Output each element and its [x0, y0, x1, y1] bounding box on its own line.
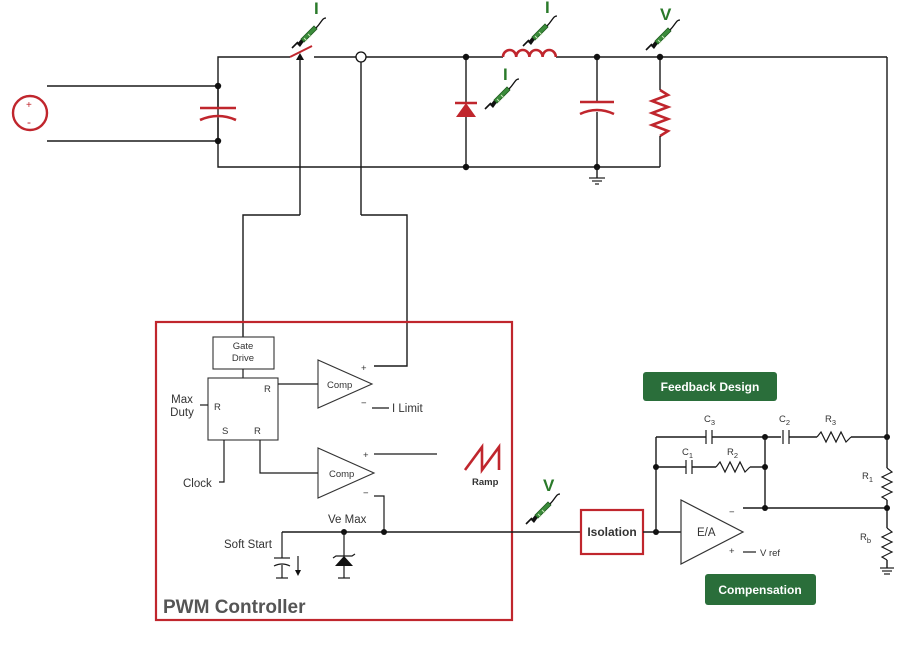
- feedback-design-button[interactable]: Feedback Design: [643, 372, 777, 401]
- svg-text:I: I: [314, 0, 319, 18]
- clock-label: Clock: [183, 478, 212, 490]
- r3-resistor-icon: [816, 430, 852, 444]
- diode-current-probe[interactable]: I: [484, 65, 520, 110]
- comp-top-label: Comp: [327, 380, 352, 391]
- c1-label: C1: [682, 447, 693, 460]
- pwm-controller-title: PWM Controller: [163, 597, 306, 618]
- pwm-controller-box: [154, 320, 514, 622]
- ramp-icon: [463, 443, 501, 474]
- rb-label: Rb: [860, 532, 871, 545]
- svg-text:V: V: [543, 476, 555, 495]
- comp-top-plus: +: [361, 363, 367, 374]
- comp-bottom-label: Comp: [329, 469, 354, 480]
- switch-current-probe[interactable]: I: [291, 0, 327, 49]
- r1-label: R1: [862, 471, 873, 484]
- rb-resistor-icon: [880, 527, 894, 561]
- latch-s: S: [222, 426, 228, 437]
- compensation-button[interactable]: Compensation: [705, 574, 816, 605]
- output-capacitor-icon: [579, 57, 615, 167]
- comp-bottom-plus: +: [363, 450, 369, 461]
- feedback-network: Isolation E/A − + V ref C3 C1 R2: [579, 372, 894, 605]
- c2-label: C2: [779, 414, 790, 427]
- switch-icon: [289, 45, 313, 215]
- latch-r-left: R: [214, 402, 221, 413]
- source-minus-label: -: [27, 115, 31, 129]
- ea-label: E/A: [697, 527, 716, 539]
- c3-capacitor-icon: [705, 430, 713, 444]
- divider-ground-icon: [880, 567, 894, 575]
- ea-plus: +: [729, 546, 735, 557]
- gate-drive-block: [212, 336, 275, 370]
- current-sense-node: [355, 51, 367, 63]
- soft-start-capacitor-icon: [273, 532, 301, 579]
- inductor-icon: [501, 48, 558, 58]
- soft-start-label: Soft Start: [224, 539, 273, 551]
- r2-label: R2: [727, 447, 738, 460]
- c3-label: C3: [704, 414, 715, 427]
- gate-drive-label-2: Drive: [232, 353, 254, 364]
- ground-icon: [589, 167, 605, 185]
- max-duty-label-2: Duty: [170, 407, 194, 419]
- gate-drive-label-1: Gate: [233, 341, 254, 352]
- inductor-current-probe[interactable]: I: [522, 0, 558, 47]
- svg-text:I: I: [503, 65, 508, 84]
- error-amplifier: [680, 499, 745, 565]
- r3-label: R3: [825, 414, 836, 427]
- c1-capacitor-icon: [685, 460, 693, 474]
- c2-capacitor-icon: [782, 430, 790, 444]
- comp-bottom-minus: −: [363, 488, 369, 499]
- dc-source-icon: [11, 94, 49, 132]
- isolation-label: Isolation: [587, 525, 636, 539]
- svg-text:Feedback Design: Feedback Design: [661, 380, 760, 394]
- control-voltage-probe[interactable]: V: [525, 476, 561, 525]
- comp-top-minus: −: [361, 398, 367, 409]
- ea-minus: −: [729, 507, 735, 518]
- input-capacitor-icon: [199, 86, 237, 141]
- vref-label: V ref: [760, 548, 780, 559]
- r2-resistor-icon: [715, 460, 751, 474]
- source-plus-label: +: [26, 100, 32, 111]
- r1-resistor-icon: [880, 467, 894, 501]
- ramp-label: Ramp: [472, 477, 499, 488]
- latch-r-bottom: R: [254, 426, 261, 437]
- latch-r-top: R: [264, 384, 271, 395]
- freewheel-diode-icon: [455, 57, 477, 167]
- max-duty-label-1: Max: [171, 394, 193, 406]
- ve-max-label: Ve Max: [328, 514, 367, 526]
- power-stage: + -: [11, 45, 888, 410]
- svg-text:Compensation: Compensation: [718, 583, 801, 597]
- zener-diode-icon: [332, 532, 356, 579]
- load-resistor-icon: [648, 57, 672, 167]
- latch-block: [207, 377, 279, 441]
- pwm-controller: PWM Controller Gate Drive R R S R Max Du…: [154, 320, 584, 622]
- isolation-block[interactable]: [579, 508, 645, 556]
- svg-text:V: V: [660, 5, 672, 24]
- svg-text:I: I: [545, 0, 550, 17]
- i-limit-label: I Limit: [392, 403, 423, 415]
- output-voltage-probe[interactable]: V: [645, 5, 681, 51]
